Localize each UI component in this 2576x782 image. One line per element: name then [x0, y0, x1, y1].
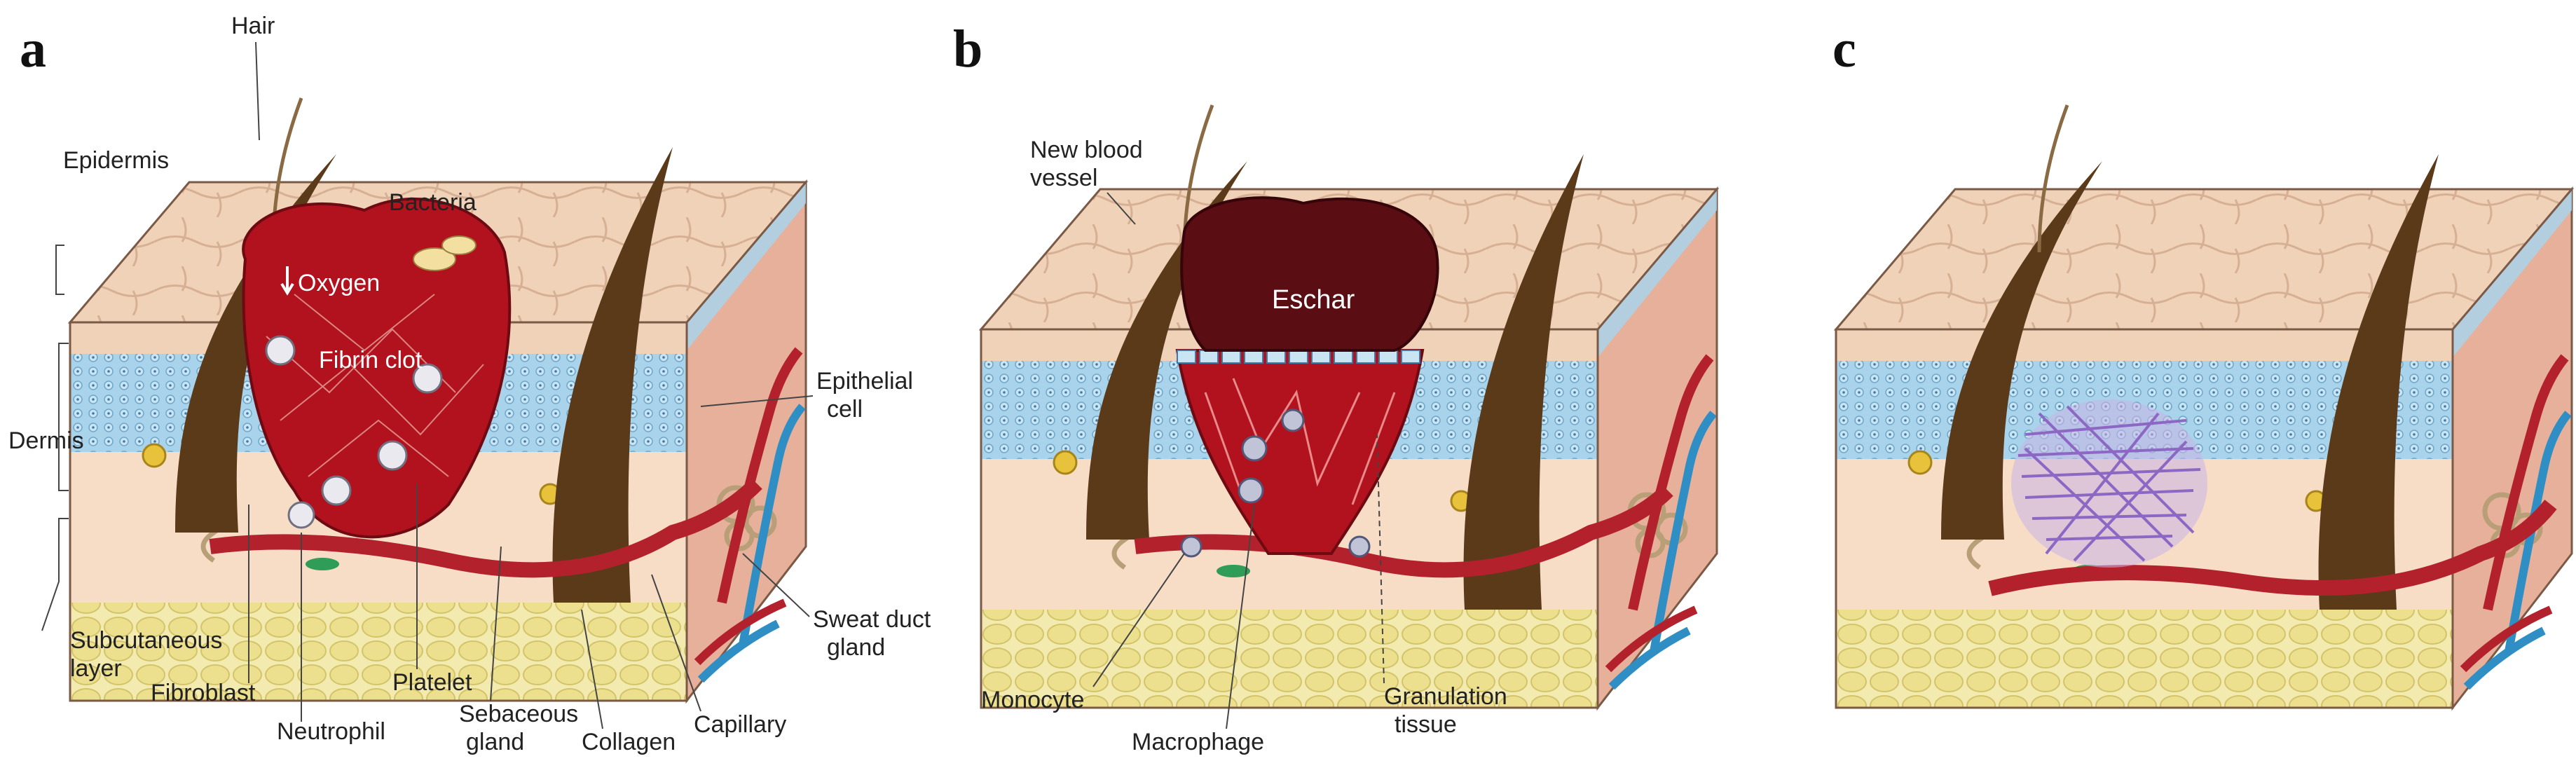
- label-new-vessel-2: vessel: [1030, 165, 1097, 191]
- panel-b: b Eschar New blood vessel Monoc: [953, 20, 1717, 755]
- label-sebaceous-1: Sebaceous: [459, 701, 578, 727]
- macrophage-group: [1180, 409, 1371, 558]
- label-hair: Hair: [231, 13, 275, 39]
- label-dermis: Dermis: [8, 427, 84, 454]
- label-subcutaneous-2: layer: [70, 655, 122, 682]
- skin-block-c: [1836, 105, 2572, 708]
- panel-letter-a: a: [20, 20, 46, 78]
- label-oxygen: Oxygen: [298, 270, 380, 296]
- vessel-c: [1988, 500, 2557, 596]
- panel-a: a Oxygen Fibrin clot Bacteria Hair Epide…: [8, 13, 931, 755]
- label-sweat-1: Sweat duct: [813, 606, 931, 633]
- fibrin-clot: [242, 197, 512, 539]
- label-epithelial-2: cell: [827, 396, 863, 423]
- label-fibrin-clot: Fibrin clot: [319, 347, 423, 373]
- capillary-vessel: [209, 478, 762, 578]
- label-epithelial-1: Epithelial: [816, 368, 913, 395]
- label-bacteria: Bacteria: [389, 189, 477, 216]
- neutrophil-group: [265, 335, 443, 529]
- label-capillary: Capillary: [694, 711, 786, 738]
- label-neutrophil: Neutrophil: [277, 718, 385, 745]
- label-monocyte: Monocyte: [981, 687, 1084, 713]
- label-eschar: Eschar: [1272, 285, 1355, 315]
- label-new-vessel-1: New blood: [1030, 137, 1143, 163]
- label-sebaceous-2: gland: [466, 729, 524, 755]
- panel-letter-c: c: [1832, 20, 1856, 78]
- granulation-tissue: [1175, 349, 1425, 555]
- label-granulation-1: Granulation: [1384, 683, 1507, 710]
- new-blood-vessel: [1134, 485, 1673, 578]
- label-platelet: Platelet: [392, 669, 472, 696]
- label-sweat-2: gland: [827, 634, 885, 661]
- label-granulation-2: tissue: [1395, 711, 1457, 738]
- label-collagen: Collagen: [582, 729, 676, 755]
- label-fibroblast: Fibroblast: [151, 680, 256, 706]
- panel-c: c: [1832, 20, 2572, 708]
- scar-collagen: [2011, 399, 2207, 568]
- eschar: [1180, 196, 1439, 352]
- label-epidermis: Epidermis: [63, 147, 169, 174]
- label-subcutaneous-1: Subcutaneous: [70, 627, 222, 654]
- panel-letter-b: b: [953, 20, 982, 78]
- label-macrophage: Macrophage: [1132, 729, 1264, 755]
